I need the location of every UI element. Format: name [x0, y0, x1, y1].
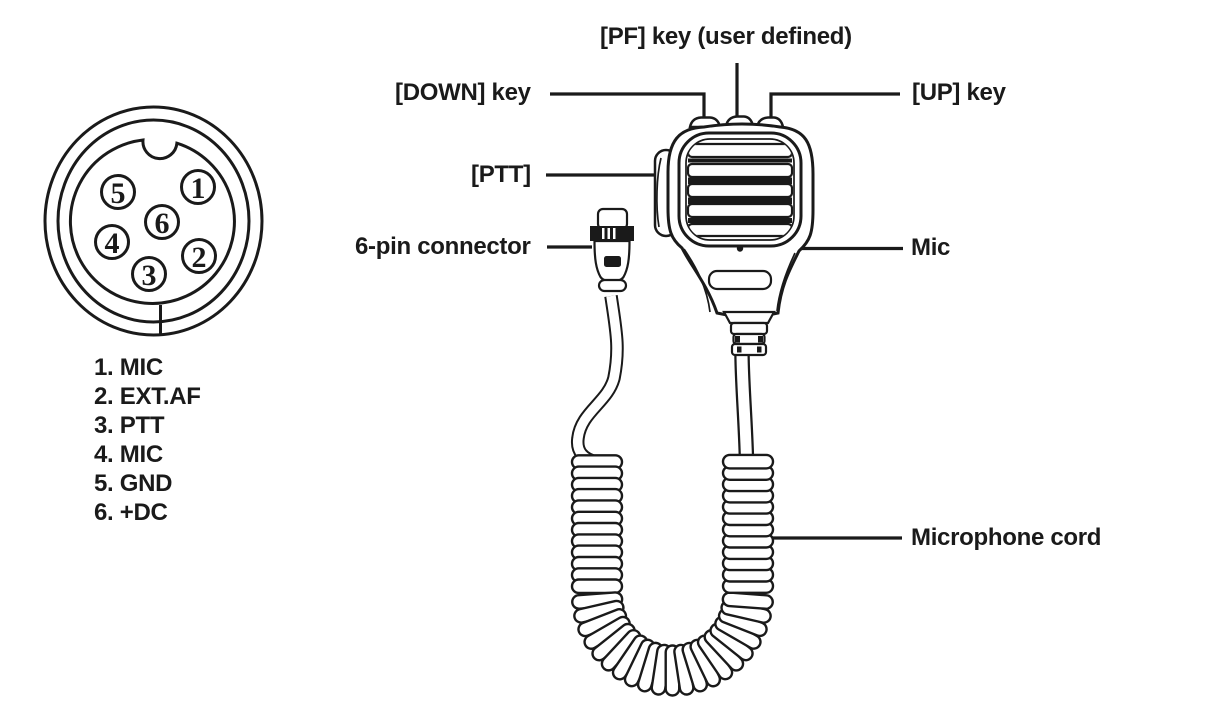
label-ptt: [PTT]	[471, 161, 531, 188]
grille-slat	[687, 162, 793, 179]
plug-collar	[597, 278, 628, 293]
up-key-leader-line	[769, 92, 900, 121]
pin-6-circle	[144, 204, 180, 240]
pin-6-number: 6	[155, 207, 170, 240]
label-mic: Mic	[911, 234, 951, 261]
mic-hole	[736, 245, 744, 252]
pin-1-number: 1	[191, 172, 206, 205]
straight-cord	[734, 351, 755, 461]
pin-list-item: 3. PTT	[94, 412, 165, 439]
relief-notch	[737, 346, 742, 353]
relief-notch	[757, 346, 762, 353]
plug-ribbed-band	[590, 226, 634, 241]
pin-5-number: 5	[111, 177, 126, 210]
speaker-grille	[677, 131, 803, 248]
pin-4-number: 4	[105, 227, 120, 260]
plug-band-stripe	[602, 228, 605, 239]
neck-collar	[722, 310, 776, 325]
grille-slat	[687, 202, 793, 219]
down-key-leader-line	[550, 92, 706, 121]
body-left-contour	[683, 248, 711, 313]
cord-loop	[721, 453, 775, 470]
grille-slat	[687, 222, 793, 238]
grille-gap	[688, 218, 792, 223]
label-up-key: [UP] key	[912, 79, 1006, 106]
cord-loop	[570, 578, 624, 595]
grille-slat	[687, 142, 793, 159]
strain-relief	[722, 310, 776, 357]
pin-list-item: 2. EXT.AF	[94, 383, 201, 410]
label-pf-key: [PF] key (user defined)	[600, 23, 852, 50]
relief-notch	[758, 336, 763, 343]
pin-3-circle	[131, 256, 167, 292]
grille-gap	[688, 177, 792, 184]
pin-list-item: 4. MIC	[94, 441, 163, 468]
pin-5-circle	[100, 174, 136, 210]
pin-list-item: 1. MIC	[94, 354, 163, 381]
pin-list-item: 5. GND	[94, 470, 173, 497]
pin-1-circle	[180, 169, 216, 205]
pin-list-item: 6. +DC	[94, 499, 168, 526]
grille-bezel-inner-lip	[685, 138, 795, 241]
ptt-button-contour	[656, 157, 662, 228]
cord-loop	[721, 591, 774, 610]
plug-cable	[570, 295, 624, 469]
grille-gap	[688, 158, 792, 163]
grille-gap	[688, 197, 792, 204]
relief-notch	[735, 336, 740, 343]
label-connector: 6-pin connector	[355, 233, 531, 260]
grille-louvers	[687, 142, 793, 238]
microphone-drawing	[653, 115, 815, 461]
pin-4-circle	[94, 224, 130, 260]
pin-2-circle	[181, 238, 217, 274]
plug-band-stripe	[607, 228, 610, 239]
pin-2-number: 2	[192, 241, 207, 274]
body-right-contour	[776, 252, 796, 312]
six-pin-plug	[590, 207, 634, 293]
pin-3-number: 3	[142, 259, 157, 292]
plug-hole	[604, 256, 621, 267]
label-down-key: [DOWN] key	[395, 79, 531, 106]
grille-slat	[687, 182, 793, 199]
relief-rib	[729, 321, 769, 336]
plug-band-stripe	[613, 228, 616, 239]
label-plate	[707, 269, 773, 291]
label-cord: Microphone cord	[911, 524, 1102, 551]
connector-front-view: 1 2 3 4 5 6	[43, 105, 264, 337]
top-keys	[688, 115, 785, 129]
coiled-cord	[570, 453, 775, 697]
